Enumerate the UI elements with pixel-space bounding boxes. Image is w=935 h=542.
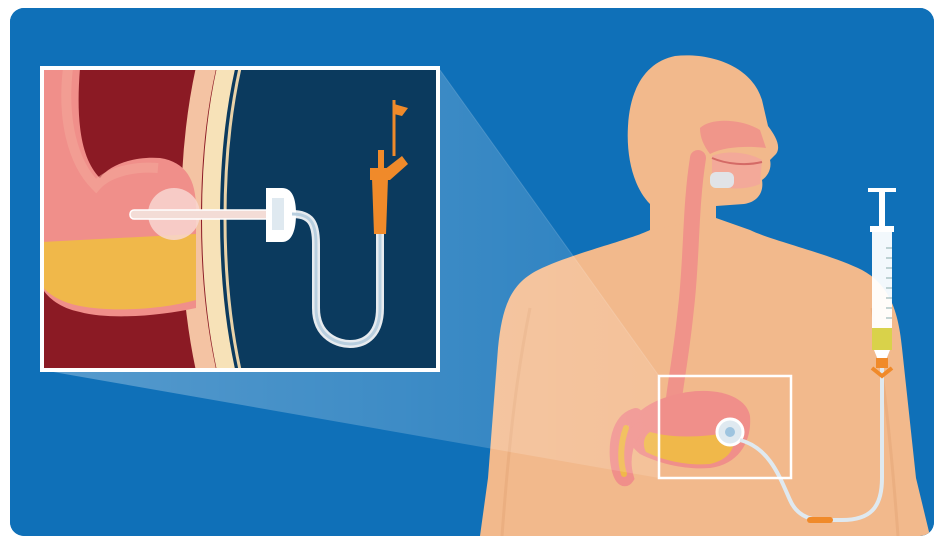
gtube-button-body — [717, 419, 743, 445]
illustration-card — [10, 8, 934, 536]
g-tube-illustration — [10, 8, 934, 536]
cross-section-inset — [42, 68, 438, 370]
gtube-stem — [130, 210, 280, 219]
